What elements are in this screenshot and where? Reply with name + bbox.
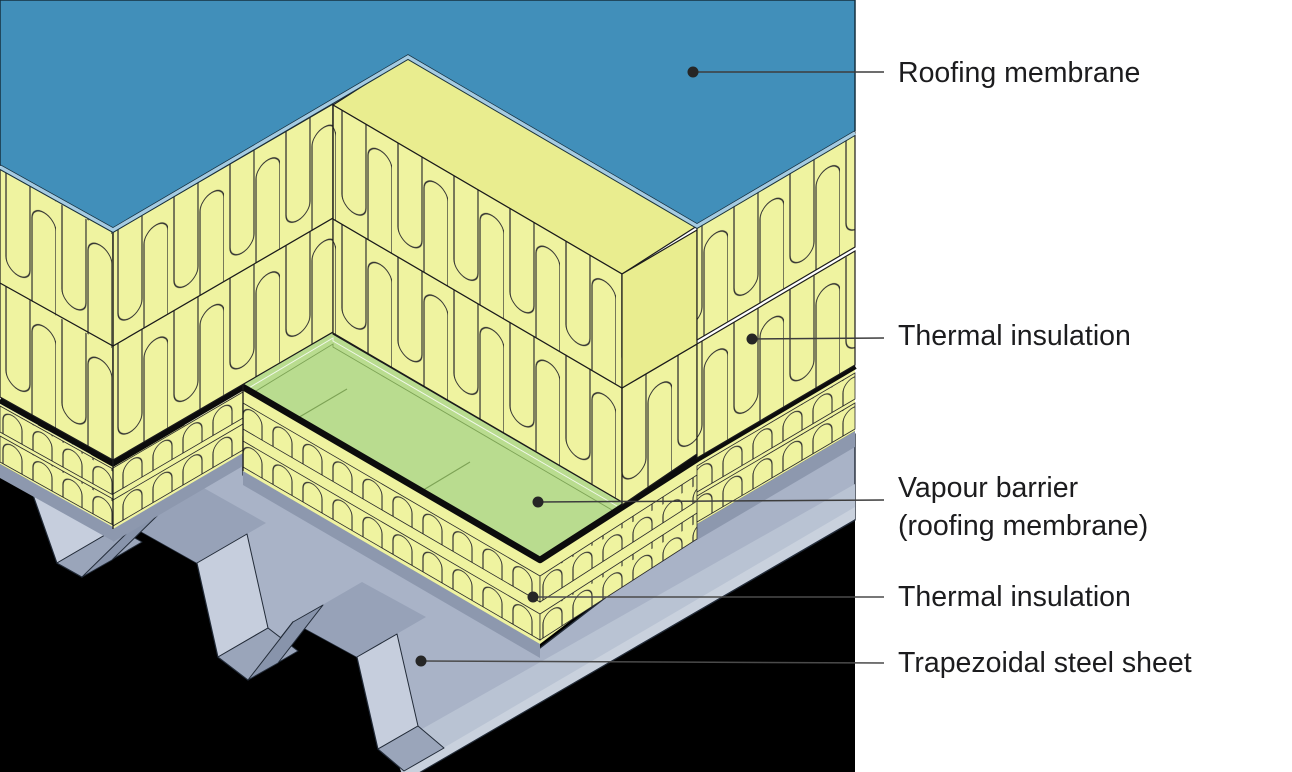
steel-shadow — [0, 464, 113, 541]
thin-insulation-row — [696, 402, 856, 523]
leader-dot — [527, 591, 539, 603]
leader-dot — [687, 66, 699, 78]
leader-dot — [415, 655, 427, 667]
thermal-insulation-layer-1 — [0, 56, 856, 529]
thermal-insulation-thin-layer — [0, 369, 856, 644]
steel-shadow — [113, 452, 243, 542]
steel-edge-highlight — [402, 507, 855, 772]
barrier-lap-seam — [250, 343, 613, 511]
membrane-edge-outline — [0, 58, 856, 234]
thin-insulation-row — [696, 372, 856, 493]
leader-thermal-insulation-top — [751, 337, 885, 340]
steel-groove-bottom — [377, 725, 445, 772]
barrier-sheet-joint — [295, 388, 471, 493]
insulation-top-surface — [621, 228, 698, 390]
corner-edges — [112, 104, 334, 529]
leader-vapour-barrier — [537, 499, 885, 503]
steel-front-band — [392, 484, 855, 772]
leader-dot — [746, 333, 758, 345]
barrier-lap-seam — [246, 337, 618, 507]
steel-groove-web-dark — [247, 604, 324, 681]
label-vapour-barrier-line2: (roofing membrane) — [898, 510, 1148, 542]
thin-insulation-row — [539, 512, 698, 641]
callout-labels: Roofing membrane Thermal insulation Vapo… — [898, 57, 1192, 679]
steel-shadow — [243, 469, 540, 658]
leader-dot — [532, 496, 544, 508]
leader-trapezoidal-steel-sheet — [420, 660, 885, 664]
label-trapezoidal-steel-sheet: Trapezoidal steel sheet — [898, 647, 1192, 679]
membrane-edge-thickness — [0, 54, 856, 233]
callout-leaders — [415, 66, 885, 667]
label-roofing-membrane: Roofing membrane — [898, 57, 1140, 89]
roofing-membrane — [0, 0, 856, 234]
label-thermal-insulation-top: Thermal insulation — [898, 320, 1131, 352]
steel-shadow — [697, 431, 855, 540]
thermal-insulation-layer-2 — [0, 216, 856, 507]
label-thermal-insulation-bottom: Thermal insulation — [898, 581, 1131, 613]
steel-pan-shade — [293, 582, 426, 657]
insulation-face — [696, 249, 856, 460]
vapour-barrier-edge-line — [0, 363, 857, 564]
label-vapour-barrier-line1: Vapour barrier — [898, 472, 1079, 504]
steel-pan-shade — [133, 487, 266, 563]
